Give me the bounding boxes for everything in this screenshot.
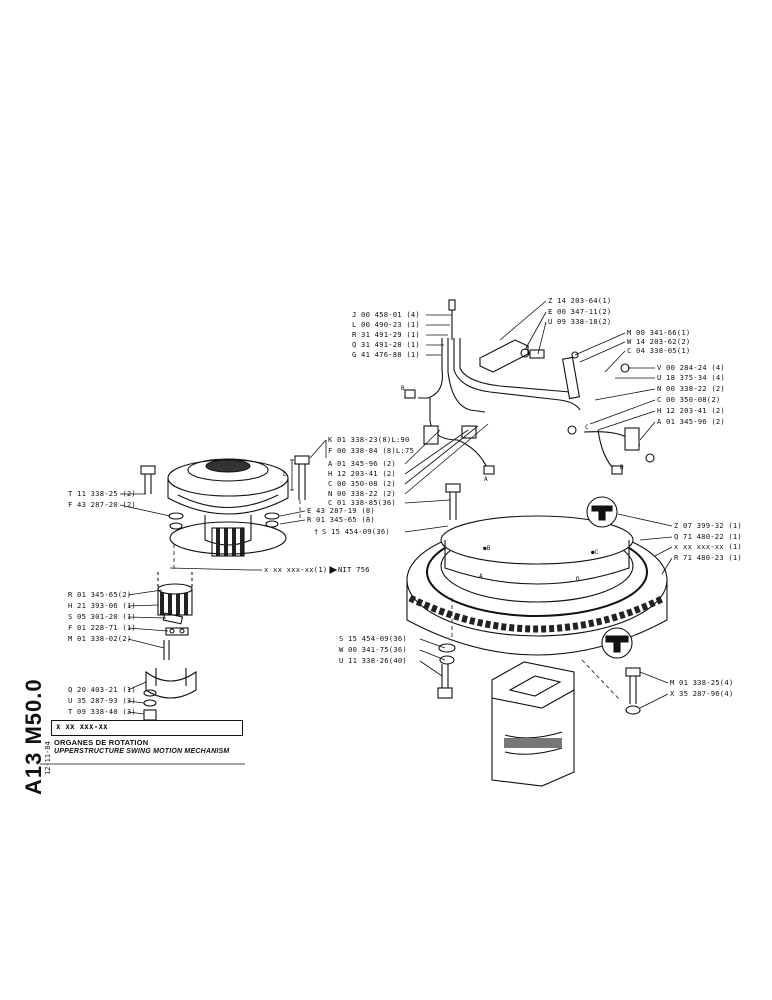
reference-box: [51, 720, 243, 736]
callout-rb-3: U 11 338-26(40): [339, 656, 407, 665]
reference-code: x xx xxx-xx: [56, 722, 108, 731]
callout-ur-12: A 01 345-96 (2): [657, 417, 725, 426]
callout-ur-2: E 00 347-11(2): [548, 307, 612, 316]
title-french: ORGANES DE ROTATION: [54, 738, 149, 747]
document-code: A13 M50.0: [21, 678, 46, 795]
motor-bolt-right: [294, 455, 310, 500]
swing-motor-assembly: [167, 458, 289, 557]
callout-upper-5: G 41 476-88 (1): [352, 350, 420, 359]
callout-upper-3: R 31 491-29 (1): [352, 330, 420, 339]
valve-block: [478, 339, 545, 373]
callout-lb-5: M 01 338-02(2): [68, 634, 132, 643]
callout-ur-4: M 00 341-66(1): [627, 328, 691, 337]
callout-center-9: R 01 345-65 (8): [307, 515, 375, 524]
ref-note: x xx xxx-xx(1): [264, 565, 328, 574]
leader-lines: [40, 300, 673, 765]
callout-ur-9: N 00 338-22 (2): [657, 384, 725, 393]
callout-br-1: M 01 338-25(4): [670, 678, 734, 687]
callout-center-4: H 12 203-41 (2): [328, 469, 396, 478]
callout-ur-8: U 18 375-34 (4): [657, 373, 725, 382]
hydraulic-piping: [404, 299, 641, 475]
callout-ur-7: V 00 284-24 (4): [657, 363, 725, 372]
callout-ur-11: H 12 203-41 (2): [657, 406, 725, 415]
tag-d: D: [620, 464, 624, 471]
nit-note: NIT 756: [338, 565, 370, 574]
slewing-ring: [406, 515, 668, 656]
document-date: 12-11-84: [44, 741, 52, 775]
callout-center-6: N 00 338-22 (2): [328, 489, 396, 498]
callout-center-10: S 15 454-09(36): [322, 527, 390, 536]
callout-lb-2: H 21 393-06 (1): [68, 601, 136, 610]
callout-lb-8: T 09 338-40 (3): [68, 707, 136, 716]
callout-rr-3: x xx xxx-xx (1): [674, 542, 742, 551]
ring-tag-a: A: [479, 573, 483, 580]
callout-rb-2: W 00 341-75(36): [339, 645, 407, 654]
section-detail-bottom: [601, 627, 633, 659]
callout-lt-1: T 11 338-25 (2): [68, 489, 136, 498]
callout-rr-4: R 71 480-23 (1): [674, 553, 742, 562]
tag-a: A: [484, 476, 488, 483]
callout-br-2: X 35 287-96(4): [670, 689, 734, 698]
callout-upper-1: J 00 458-01 (4): [352, 310, 420, 319]
callout-lb-1: R 01 345-65(2): [68, 590, 132, 599]
callout-center-5: C 00 350-08 (2): [328, 479, 396, 488]
callout-lb-7: U 35 287-93 (3): [68, 696, 136, 705]
ring-tag-b: ●B: [483, 545, 491, 552]
callout-center-8: E 43 287-19 (8): [307, 506, 375, 515]
callout-center-3: A 01 345-96 (2): [328, 459, 396, 468]
callout-ur-3: U 09 338-18(2): [548, 317, 612, 326]
callout-center-7: C 01 338-85(36): [328, 498, 396, 507]
callout-lb-4: F 01 228-71 (1): [68, 623, 136, 632]
swivel-column: [491, 661, 575, 787]
ring-tag-d: D: [576, 576, 580, 583]
callout-ur-1: Z 14 203-64(1): [548, 296, 612, 305]
pinion-retainer: [145, 668, 197, 699]
callout-lb-3: S 05 301-20 (1): [68, 612, 136, 621]
title-english: UPPERSTRUCTURE SWING MOTION MECHANISM: [54, 748, 230, 755]
callout-center-1: K 01 338-23(8)L:90: [328, 435, 410, 444]
tag-b: B: [401, 385, 405, 392]
callout-lb-6: Q 20 403-21 (1): [68, 685, 136, 694]
callout-rr-2: Q 71 480-22 (1): [674, 532, 742, 541]
tag-l: L: [283, 471, 287, 478]
pinion-gear: [157, 583, 193, 616]
callout-rb-1: S 15 454-09(36): [339, 634, 407, 643]
callout-ur-5: W 14 203-62(2): [627, 337, 691, 346]
callout-upper-4: Q 31 491-28 (1): [352, 340, 420, 349]
section-detail-top: [586, 496, 618, 528]
callout-rr-1: Z 07 399-32 (1): [674, 521, 742, 530]
callout-ur-10: C 00 350-08(2): [657, 395, 721, 404]
callout-ur-6: C 04 338-05(1): [627, 346, 691, 355]
callout-center-2: F 00 338-84 (8)L:75: [328, 446, 415, 455]
ring-tag-c: ●C: [591, 549, 599, 556]
callout-lt-2: F 43 287-20 (2): [68, 500, 136, 509]
callout-upper-2: L 00 490-23 (1): [352, 320, 420, 329]
tag-c: C: [585, 424, 589, 431]
motor-bolt-left: [140, 465, 156, 494]
dagger-mark: †: [314, 527, 319, 536]
